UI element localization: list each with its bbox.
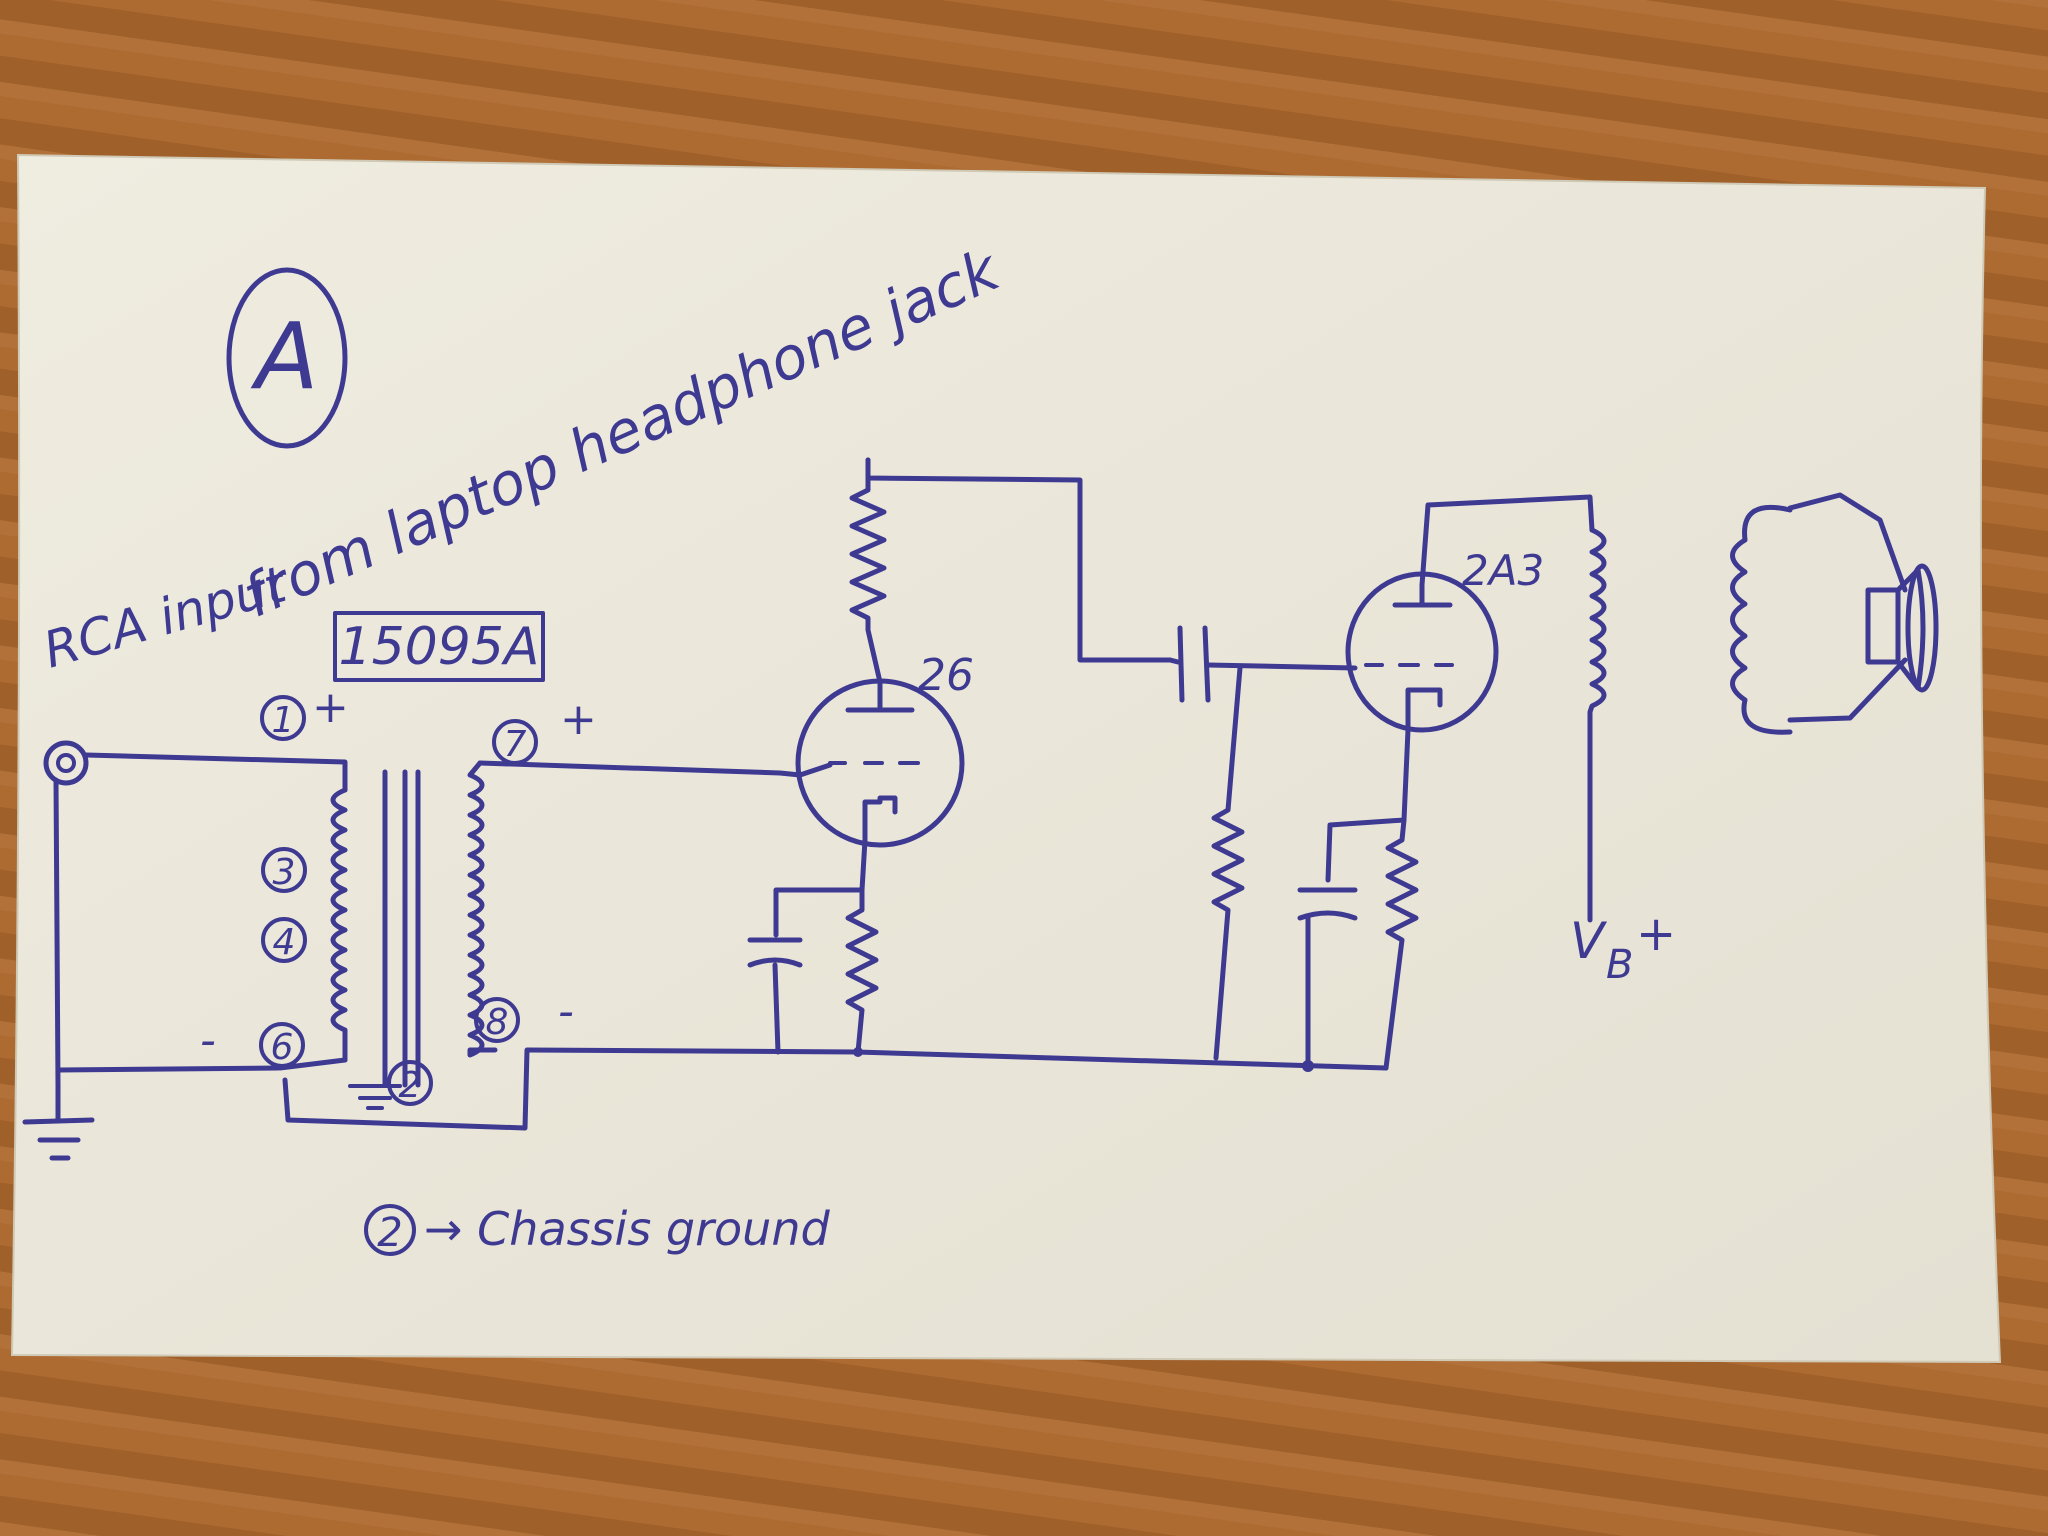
svg-text:2: 2 (377, 1210, 402, 1256)
pin-2-label: 2 (387, 1060, 433, 1106)
input-ground-wire (53, 777, 61, 1123)
pin-7-polarity: + (560, 694, 597, 745)
output-tube-label: 2A3 (1462, 546, 1544, 595)
pin-8-label: 8 - (474, 986, 574, 1043)
sheet-label: A (251, 303, 319, 410)
svg-text:3: 3 (273, 852, 296, 893)
sheet-label-group: A (226, 267, 348, 449)
b-plus-label: V B + (1570, 906, 1676, 988)
driver-cathode-resistor (845, 887, 879, 1055)
speaker-symbol (1865, 563, 1939, 693)
svg-text:+: + (1636, 906, 1676, 962)
pin-1-polarity: + (312, 682, 349, 733)
output-transformer-primary (1587, 527, 1607, 923)
svg-text:4: 4 (273, 922, 296, 963)
sheet-label-circle (226, 267, 348, 449)
speaker-feed-wire-top (1787, 492, 1908, 593)
paper-card (10, 153, 2002, 1364)
input-ground-return-wire (55, 1065, 281, 1073)
pin-6-label: 6 - (200, 1015, 305, 1068)
output-plate-wire (1419, 494, 1595, 588)
speaker-feed-wire-bottom (1787, 657, 1908, 723)
svg-text:2: 2 (399, 1065, 422, 1106)
svg-text:8: 8 (486, 1002, 509, 1043)
output-bypass-capacitor (1297, 887, 1358, 1068)
driver-grid-wire (477, 760, 803, 778)
ground-junction-dot (1302, 1060, 1314, 1072)
driver-plate-supply-wire (865, 457, 1173, 663)
svg-text:B: B (1606, 942, 1633, 988)
chassis-ground-note: 2 → Chassis ground (364, 1202, 830, 1256)
driver-tube-label: 26 (918, 650, 974, 701)
pin-1-label: 1 + (260, 682, 349, 741)
driver-cathode-wire (773, 837, 868, 938)
pin6-chassis-link (282, 1047, 530, 1131)
input-hot-wire (83, 752, 348, 793)
transformer-part-box (333, 611, 545, 682)
output-cathode-resistor (1383, 817, 1419, 1071)
pin-4-label: 4 (261, 917, 307, 963)
output-grid-wire (1205, 662, 1358, 671)
pin-8-polarity: - (558, 986, 574, 1037)
transformer-primary-coil (277, 787, 348, 1071)
pin-7-label: 7 + (492, 694, 597, 765)
transformer-part-number: 15095A (339, 617, 540, 677)
output-transformer-secondary (1730, 504, 1793, 735)
pin-3-label: 3 (261, 847, 307, 893)
grid-leak-resistor (1211, 665, 1245, 1061)
svg-text:1: 1 (272, 700, 295, 741)
svg-text:6: 6 (271, 1027, 294, 1068)
earth-ground-symbol (22, 1117, 95, 1161)
svg-text:7: 7 (504, 724, 527, 765)
driver-plate-resistor (849, 457, 887, 685)
driver-ground-junction-dot (853, 1047, 863, 1057)
pin-6-polarity: - (200, 1015, 216, 1066)
output-cathode-wire (1325, 727, 1411, 883)
svg-text:V: V (1570, 912, 1608, 970)
svg-text:→ Chassis ground: → Chassis ground (424, 1202, 830, 1256)
transformer-secondary-coil (467, 760, 498, 1058)
driver-bypass-capacitor (747, 937, 803, 1055)
core-ground-symbol (348, 1084, 402, 1110)
rca-jack-symbol (43, 740, 89, 786)
